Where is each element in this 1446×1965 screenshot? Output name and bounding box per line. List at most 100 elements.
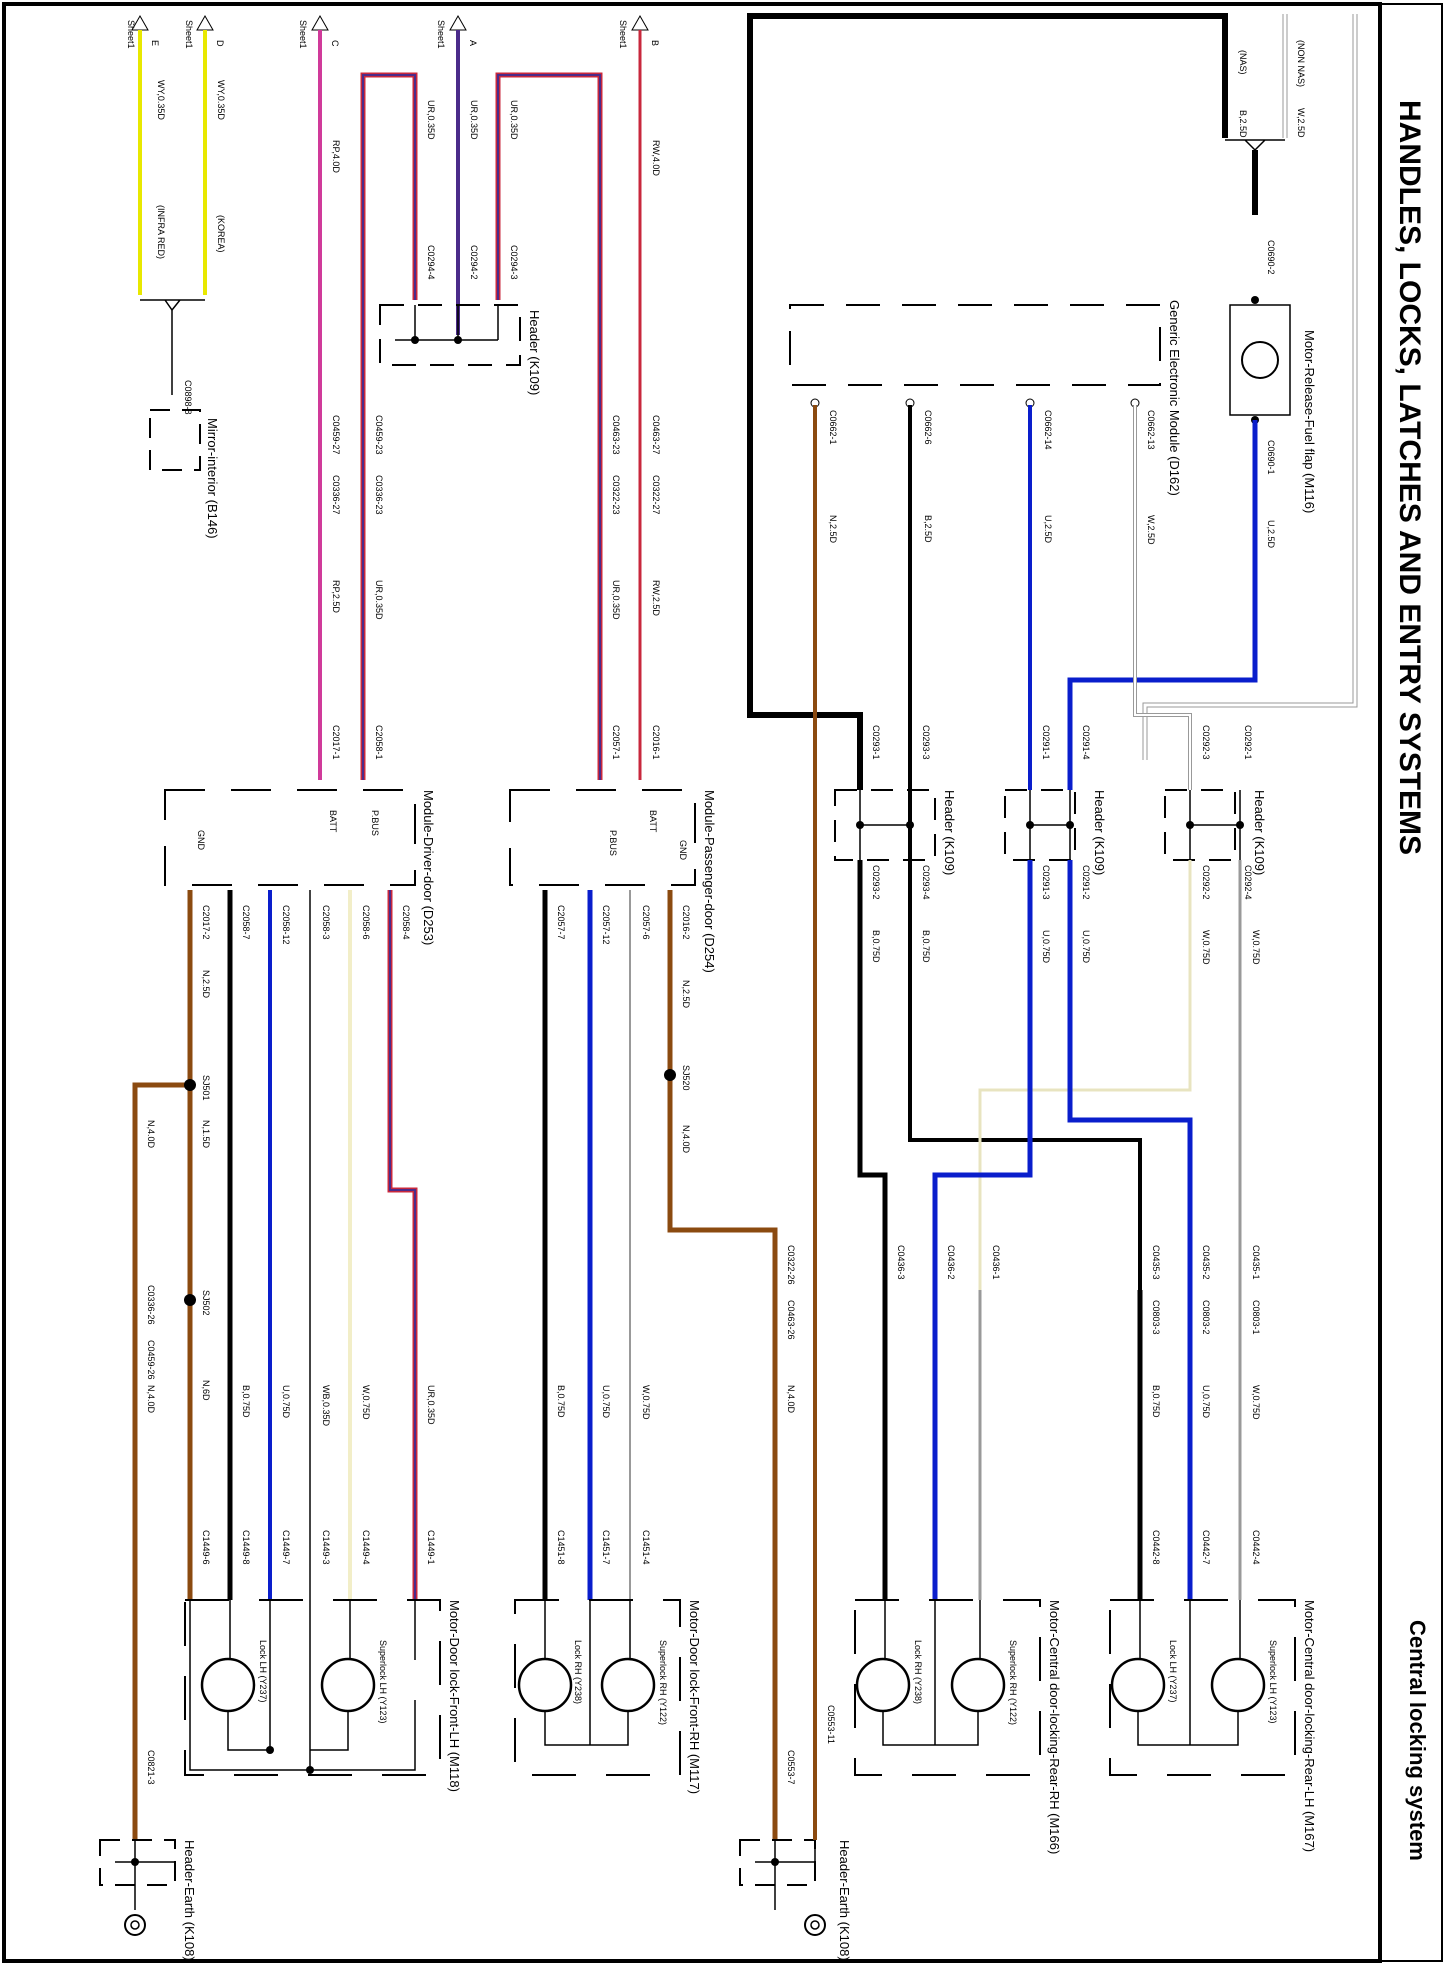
conn-c0293-2: C0293-2 — [871, 865, 881, 900]
conn-c0463-26: C0463-26 — [786, 1300, 796, 1340]
wire-label-n40d-c: N,4.0D — [681, 1125, 691, 1154]
wire-label-b25d-a: B,2.5D — [1238, 110, 1248, 138]
conn-c1449-6: C1449-6 — [201, 1530, 211, 1565]
svg-text:Motor-Door lock-Front-RH (M117: Motor-Door lock-Front-RH (M117) — [687, 1600, 702, 1794]
conn-c0435-2: C0435-2 — [1201, 1245, 1211, 1280]
conn-c0463-23: C0463-23 — [611, 415, 621, 455]
conn-c0336-23: C0336-23 — [374, 475, 384, 515]
wire-label-n25d-b: N,2.5D — [201, 970, 211, 999]
conn-c0803-2: C0803-2 — [1201, 1300, 1211, 1335]
pin-pbus-pass: P.BUS — [608, 830, 618, 856]
svg-text:Sheet1: Sheet1 — [126, 20, 136, 49]
wire-label-wb035d: WB,0.35D — [321, 1385, 331, 1427]
wire-label-u25d-a: U,2.5D — [1266, 520, 1276, 549]
conn-c0662-13: C0662-13 — [1146, 410, 1156, 450]
svg-text:Lock RH (Y238): Lock RH (Y238) — [573, 1640, 583, 1704]
conn-c0435-3: C0435-3 — [1151, 1245, 1161, 1280]
wire-label-n15d: N,1.5D — [201, 1120, 211, 1149]
wire-w-rear-rh — [978, 860, 1192, 1290]
wire-label-b075d-d: B,0.75D — [556, 1385, 566, 1418]
wire-b-loop — [747, 13, 1228, 790]
motor-front-rh: Motor-Door lock-Front-RH (M117) Superloc… — [514, 1599, 702, 1794]
wire-label-n6d: N,6D — [201, 1380, 211, 1401]
wire-label-u075d-b: U,0.75D — [1041, 930, 1051, 964]
conn-c0662-14: C0662-14 — [1043, 410, 1053, 450]
wire-b-rear-rh — [857, 860, 888, 1290]
wire-label-rp25d: RP,2.5D — [331, 580, 341, 613]
header-strip — [1379, 3, 1443, 1962]
wire-label-rp40d: RP,4.0D — [331, 140, 341, 173]
conn-c2058-7: C2058-7 — [241, 905, 251, 940]
wire-label-ur-d: UR,0.35D — [374, 580, 384, 620]
comp-mirror: Mirror-interior (B146) — [205, 418, 220, 539]
svg-text:E: E — [150, 40, 160, 46]
svg-text:Sheet1: Sheet1 — [618, 20, 628, 49]
comp-header-k109-small: Header (K109) — [527, 310, 542, 395]
wire-label-ur-f: UR,0.35D — [426, 1385, 436, 1425]
wire-ur-driver-out — [387, 890, 418, 1600]
conn-c0662-1: C0662-1 — [828, 410, 838, 445]
svg-text:Superlock LH (Y123): Superlock LH (Y123) — [378, 1640, 388, 1724]
page-title: HANDLES, LOCKS, LATCHES AND ENTRY SYSTEM… — [1393, 100, 1426, 855]
conn-c0322-23: C0322-23 — [611, 475, 621, 515]
wire-label-u075d-d: U,0.75D — [601, 1385, 611, 1419]
svg-text:A: A — [468, 40, 478, 46]
pin-batt-driver: BATT — [328, 810, 338, 833]
conn-c2017-1: C2017-1 — [331, 725, 341, 760]
conn-c2057-12: C2057-12 — [601, 905, 611, 945]
comp-gem: Generic Electronic Module (D162) — [1167, 300, 1182, 496]
note-korea: (KOREA) — [216, 215, 226, 253]
note-infra-red: (INFRA RED) — [156, 205, 166, 259]
fuel-flap-motor — [1229, 304, 1291, 416]
conn-c0436-1: C0436-1 — [991, 1245, 1001, 1280]
svg-text:Motor-Central door-locking-Rea: Motor-Central door-locking-Rear-RH (M166… — [1047, 1600, 1062, 1854]
conn-c2016-2: C2016-2 — [681, 905, 691, 940]
conn-c0291-2: C0291-2 — [1081, 865, 1091, 900]
conn-c0803-1: C0803-1 — [1251, 1300, 1261, 1335]
svg-text:B: B — [650, 40, 660, 46]
conn-c0690-1: C0690-1 — [1266, 440, 1276, 475]
svg-text:Header-Earth (K108): Header-Earth (K108) — [837, 1840, 852, 1961]
conn-c0821-3: C0821-3 — [146, 1750, 156, 1785]
header-k109-3: Header (K109) — [834, 789, 957, 875]
conn-c0292-4: C0292-4 — [1243, 865, 1253, 900]
conn-c0553-7: C0553-7 — [786, 1750, 796, 1785]
conn-c0803-3: C0803-3 — [1151, 1300, 1161, 1335]
wire-label-w075d-e: W,0.75D — [1251, 1385, 1261, 1420]
wire-label-u25d-b: U,2.5D — [1043, 515, 1053, 544]
wire-label-w25d-b: W,2.5D — [1146, 515, 1156, 545]
svg-text:Sheet1: Sheet1 — [436, 20, 446, 49]
wire-label-rw25d: RW,2.5D — [651, 580, 661, 616]
pin-gnd-pass: GND — [678, 840, 688, 861]
conn-c1449-8: C1449-8 — [241, 1530, 251, 1565]
comp-header-k109-3: Header (K109) — [942, 790, 957, 875]
wire-label-w25d-a: W,2.5D — [1296, 108, 1306, 138]
conn-c0442-4: C0442-4 — [1251, 1530, 1261, 1565]
conn-c0459-26: C0459-26 — [146, 1340, 156, 1380]
svg-text:Lock LH (Y237): Lock LH (Y237) — [1168, 1640, 1178, 1703]
conn-c0322-27: C0322-27 — [651, 475, 661, 515]
motor-icon — [1241, 341, 1279, 379]
conn-c2057-7: C2057-7 — [556, 905, 566, 940]
conn-c1451-8: C1451-8 — [556, 1530, 566, 1565]
splice-sj502 — [184, 1294, 196, 1306]
pin-batt-pass: BATT — [648, 810, 658, 833]
svg-text:Motor-Door lock-Front-LH (M118: Motor-Door lock-Front-LH (M118) — [447, 1600, 462, 1792]
wire-label-u075d-a: U,0.75D — [1081, 930, 1091, 964]
wire-label-w075d-d: W,0.75D — [641, 1385, 651, 1420]
wire-label-n40d-a: N,4.0D — [146, 1120, 156, 1149]
wire-label-u075d-c: U,0.75D — [281, 1385, 291, 1419]
wire-label-ur-c: UR,0.35D — [509, 100, 519, 140]
wire-u-rear-rh — [932, 860, 1033, 1290]
conn-c1451-4: C1451-4 — [641, 1530, 651, 1565]
wire-label-n25d-c: N,2.5D — [681, 980, 691, 1009]
conn-c0435-1: C0435-1 — [1251, 1245, 1261, 1280]
wire-label-b075d-b: B,0.75D — [871, 930, 881, 963]
conn-sj520: SJ520 — [681, 1065, 691, 1091]
conn-c2058-1: C2058-1 — [374, 725, 384, 760]
wire-n-pass — [667, 890, 778, 1840]
conn-c1449-1: C1449-1 — [426, 1530, 436, 1565]
conn-c0690-2: C0690-2 — [1266, 240, 1276, 275]
wire-label-n25d-a: N,2.5D — [828, 515, 838, 544]
conn-c2058-12: C2058-12 — [281, 905, 291, 945]
